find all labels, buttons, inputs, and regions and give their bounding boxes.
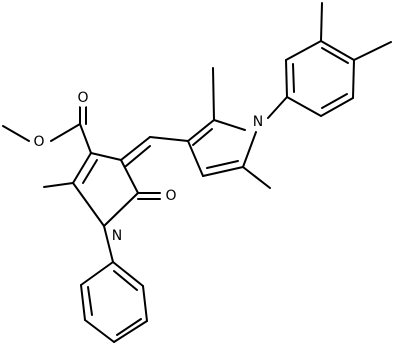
bonds <box>2 2 392 343</box>
bond <box>353 41 392 61</box>
atom-labels: O O O N N <box>30 89 267 245</box>
bond <box>202 166 244 177</box>
bond <box>50 123 81 142</box>
bond <box>120 159 139 194</box>
bond <box>116 318 142 336</box>
bond <box>79 123 92 154</box>
bond <box>80 284 86 321</box>
ester-carbonyl-oxygen-label: O <box>77 90 88 106</box>
bond <box>320 2 323 42</box>
bond <box>125 145 151 167</box>
bond <box>43 182 74 188</box>
bond <box>82 159 98 184</box>
bond <box>2 125 30 142</box>
bond <box>113 270 138 291</box>
ketone-oxygen-label: O <box>165 188 176 204</box>
bond <box>90 152 122 161</box>
pyrrole-nitrogen-label: N <box>253 114 263 130</box>
bond <box>285 40 322 61</box>
bond <box>149 136 189 142</box>
bond <box>292 63 295 93</box>
bond <box>320 40 355 61</box>
bond <box>72 152 92 184</box>
bond <box>267 96 288 119</box>
bond <box>142 285 148 322</box>
bond <box>80 261 114 286</box>
ester-ether-oxygen-label: O <box>33 134 44 150</box>
bond <box>213 119 246 131</box>
bond <box>112 261 144 287</box>
bond <box>206 160 239 169</box>
bond <box>187 119 215 142</box>
bond <box>84 319 115 343</box>
bond <box>103 192 139 227</box>
bond <box>192 128 213 146</box>
bond <box>120 136 151 161</box>
bond <box>285 59 288 98</box>
bond <box>87 286 93 316</box>
bond <box>321 93 348 109</box>
bond <box>242 166 271 189</box>
bond <box>187 140 204 177</box>
bond <box>212 67 215 121</box>
bond <box>113 320 148 343</box>
bond <box>103 225 114 263</box>
bond <box>72 182 105 227</box>
pyrrolinone-nitrogen-label: N <box>112 228 122 244</box>
bond <box>321 47 349 64</box>
bond <box>320 97 354 117</box>
bond <box>242 131 257 168</box>
bond <box>352 59 355 99</box>
bond <box>286 96 322 117</box>
